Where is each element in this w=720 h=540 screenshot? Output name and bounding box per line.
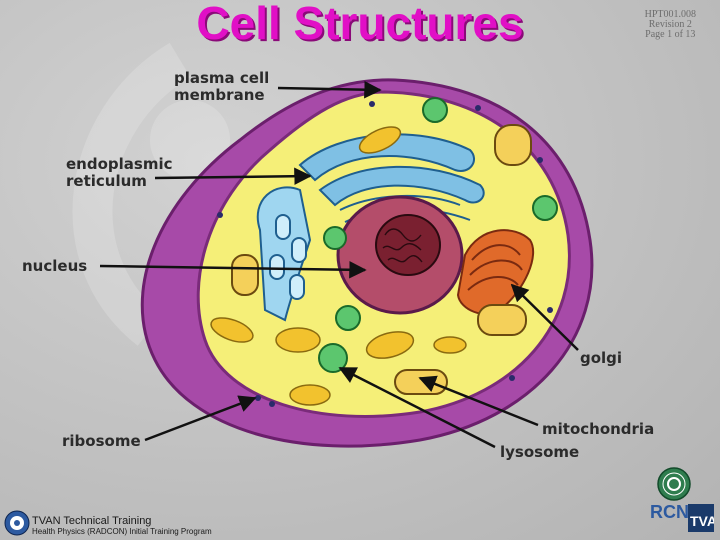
footer-line1: TVAN Technical Training [32,515,152,527]
label-ribosome: ribosome [62,432,141,450]
ribosome-pointer [144,395,257,442]
label-mitochondria: mitochondria [542,420,655,438]
label-er-line2: reticulum [66,172,147,190]
label-lysosome: lysosome [500,443,580,461]
label-plasma-membrane-line2: membrane [174,86,265,104]
label-plasma-membrane-line1: plasma cell [174,69,270,87]
nucleolus [375,214,441,276]
label-er-line1: endoplasmic [66,155,173,173]
doc-page: Page 1 of 13 [645,29,696,40]
mitochondria-pointer [418,375,539,427]
footer-line2: Health Physics (RADCON) Initial Training… [32,527,212,536]
er-pointer [154,167,312,185]
label-nucleus: nucleus [22,257,88,275]
lysosomes [318,97,558,373]
vesicles [210,126,467,406]
background-swirl [72,42,230,346]
training-seal-icon [4,510,30,536]
slide-title: Cell Structures [196,0,524,49]
er-tubules [269,214,307,300]
lysosome-pointer [338,366,496,449]
doc-revision: Revision 2 [648,19,692,30]
golgi-pointer [510,283,579,351]
logo-tva-text: TVA [690,513,714,529]
footer: TVAN Technical Training Health Physics (… [4,510,212,536]
label-golgi: golgi [580,349,623,367]
label-plasma-membrane: plasma cell membrane [174,70,269,104]
pointer-lines [99,80,579,449]
rcn-tva-logo: RCN TVA [650,467,714,532]
chromatin [382,228,423,263]
doc-id: HPT001.008 [644,9,696,20]
plasma-membrane-pointer [277,80,382,99]
label-endoplasmic-reticulum: endoplasmic reticulum [66,156,173,190]
nucleus-pointer [99,261,367,279]
logo-rcn-text: RCN [650,502,689,522]
document-info: HPT001.008 Revision 2 Page 1 of 13 [645,10,696,40]
